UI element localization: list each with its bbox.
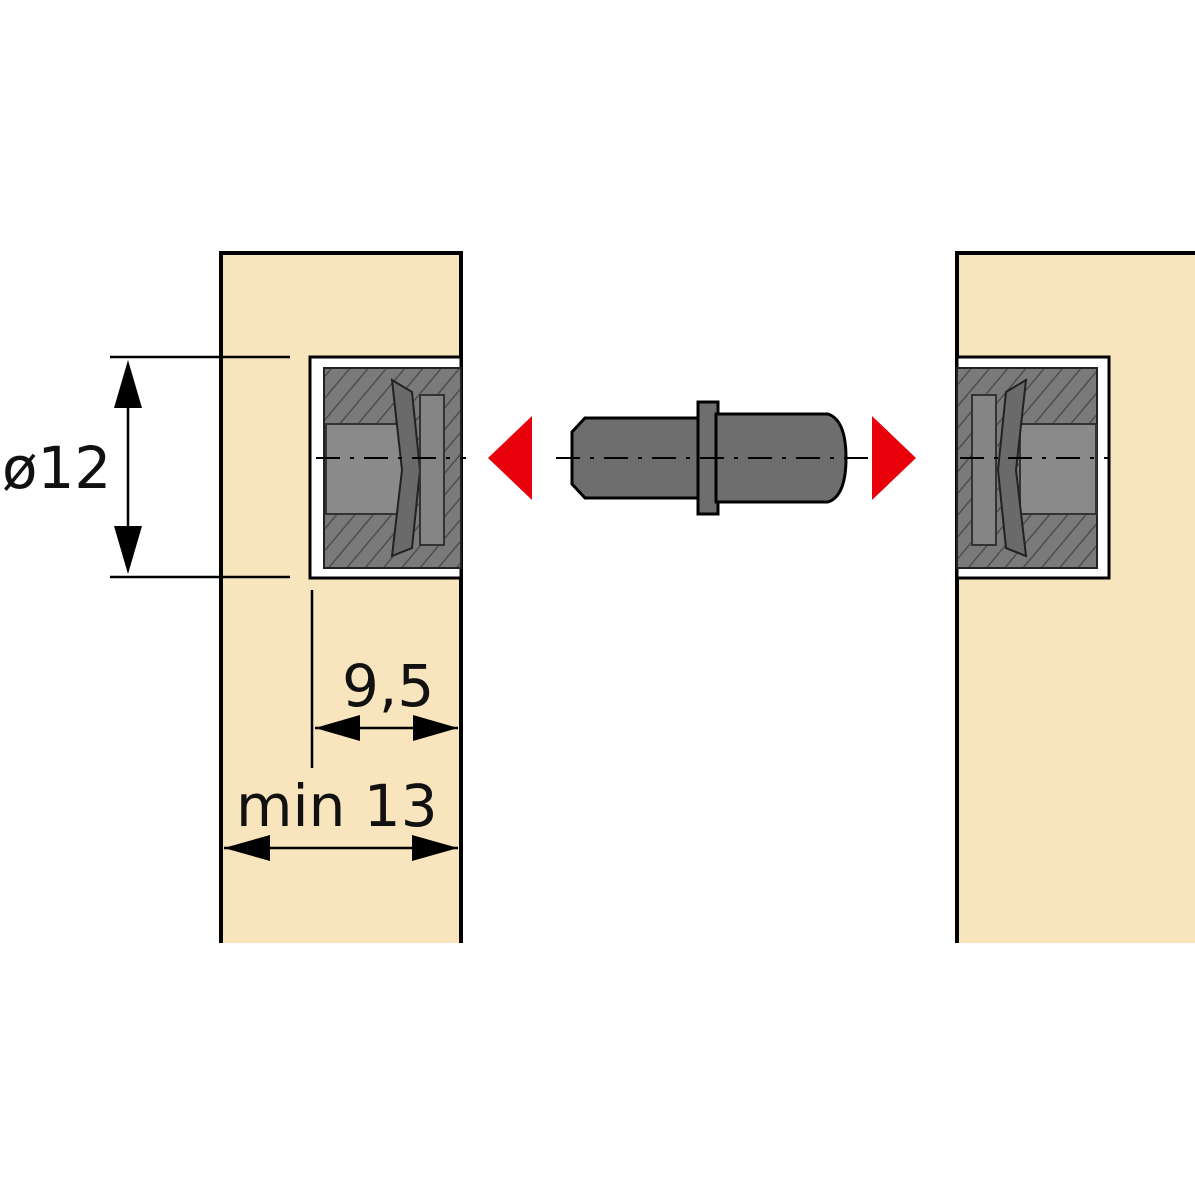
depth-label: 9,5 — [342, 652, 434, 720]
triangle-left-icon — [488, 416, 532, 500]
diameter-label: ø12 — [2, 434, 111, 502]
left-connector — [308, 355, 466, 580]
diameter-dimension: ø12 — [2, 355, 290, 579]
depth-dimension: 9,5 — [310, 590, 458, 768]
connecting-pin — [556, 400, 870, 516]
min-thickness-label: min 13 — [236, 772, 438, 840]
min-thickness-dimension: min 13 — [224, 772, 458, 861]
triangle-right-icon — [872, 416, 916, 500]
right-connector — [955, 355, 1111, 580]
